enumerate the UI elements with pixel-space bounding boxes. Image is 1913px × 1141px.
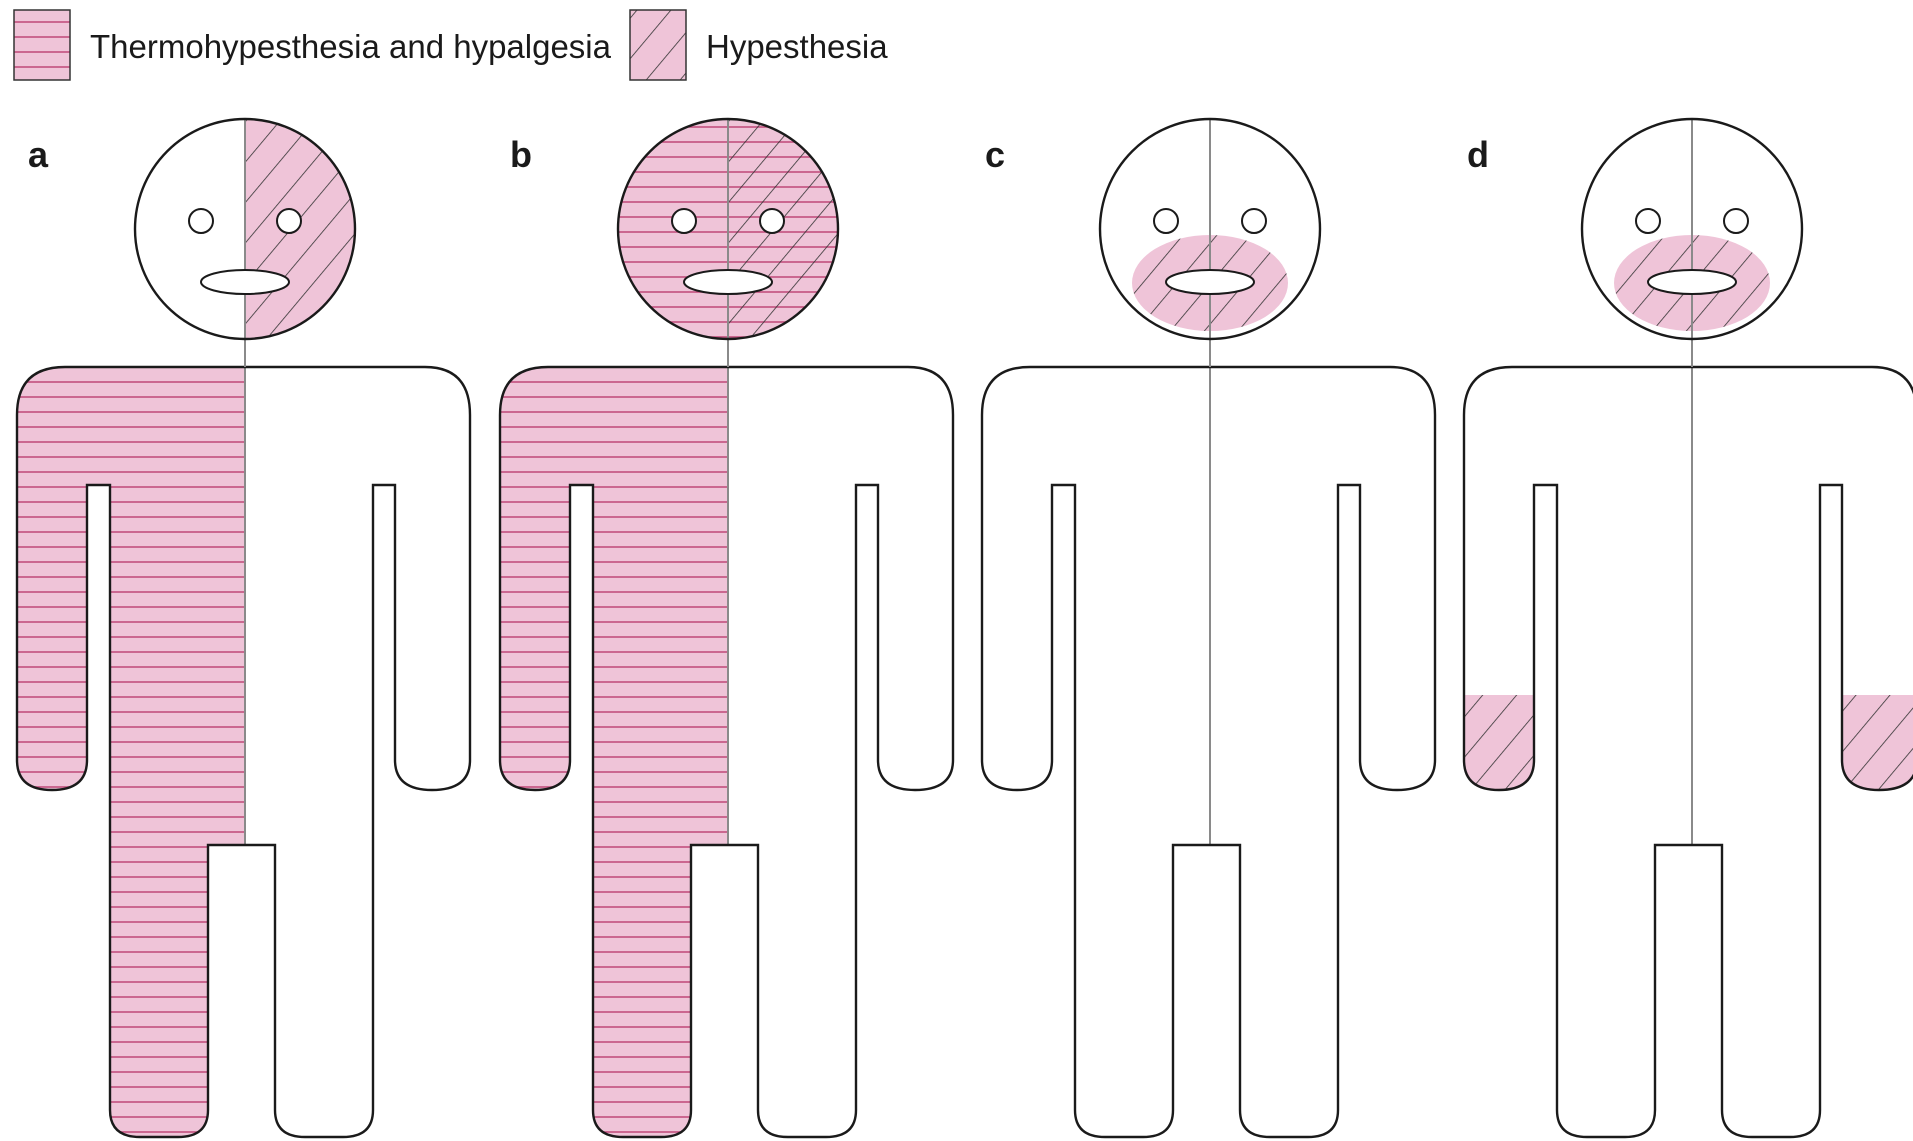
panel-label-c: c	[985, 134, 1005, 175]
eye-icon	[1242, 209, 1266, 233]
eye-icon	[1154, 209, 1178, 233]
legend: Thermohypesthesia and hypalgesia Hypesth…	[14, 10, 888, 80]
eye-icon	[760, 209, 784, 233]
eye-icon	[1724, 209, 1748, 233]
panel-c	[982, 119, 1435, 1137]
hypesthesia-face-region	[245, 119, 355, 339]
eye-icon	[672, 209, 696, 233]
eye-icon	[277, 209, 301, 233]
body	[982, 339, 1435, 1137]
head	[1582, 119, 1802, 367]
panel-b	[488, 119, 953, 1141]
hypesthesia-hand-right-region	[1832, 695, 1913, 795]
panel-label-a: a	[28, 134, 49, 175]
legend-item-thermohypesthesia: Thermohypesthesia and hypalgesia	[14, 10, 612, 80]
body	[488, 339, 953, 1141]
panels: a b c d	[5, 119, 1913, 1141]
head	[135, 119, 355, 367]
eye-icon	[1636, 209, 1660, 233]
head	[618, 119, 838, 367]
legend-swatch-horizontal	[14, 10, 70, 80]
panel-a	[5, 119, 470, 1141]
legend-label-hypesthesia: Hypesthesia	[706, 28, 888, 65]
body	[1452, 339, 1913, 1137]
mouth-icon	[201, 270, 289, 294]
mouth-icon	[684, 270, 772, 294]
panel-label-d: d	[1467, 134, 1489, 175]
hypesthesia-face-region	[728, 119, 838, 339]
eye-icon	[189, 209, 213, 233]
legend-item-hypesthesia: Hypesthesia	[630, 10, 888, 80]
mouth-icon	[1166, 270, 1254, 294]
head	[1100, 119, 1320, 367]
legend-label-thermohypesthesia: Thermohypesthesia and hypalgesia	[90, 28, 612, 65]
panel-label-b: b	[510, 134, 532, 175]
body	[5, 339, 470, 1141]
panel-d	[1452, 119, 1913, 1137]
mouth-icon	[1648, 270, 1736, 294]
